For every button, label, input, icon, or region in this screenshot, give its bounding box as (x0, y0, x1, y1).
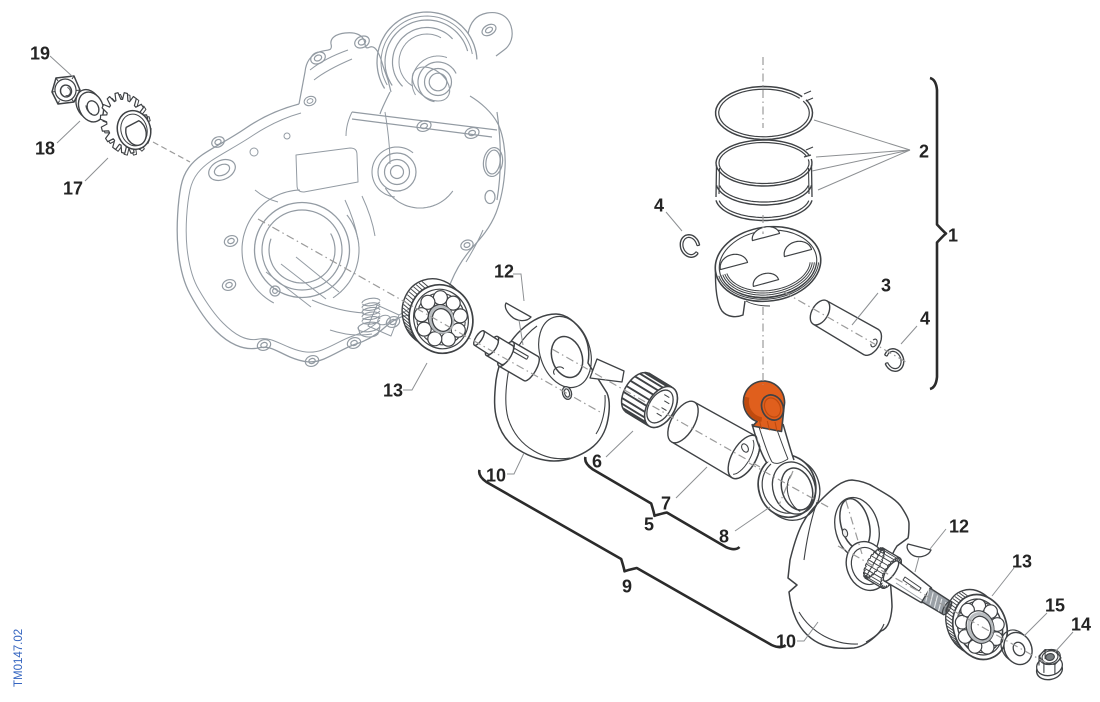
svg-text:3: 3 (881, 276, 891, 296)
svg-text:TM0147.02: TM0147.02 (13, 629, 25, 687)
svg-text:18: 18 (35, 139, 55, 159)
svg-text:19: 19 (30, 44, 50, 64)
svg-text:2: 2 (919, 142, 929, 162)
svg-text:13: 13 (1012, 552, 1032, 572)
svg-text:7: 7 (661, 494, 671, 514)
svg-text:12: 12 (494, 262, 514, 282)
svg-text:14: 14 (1071, 615, 1091, 635)
svg-text:10: 10 (486, 466, 506, 486)
svg-text:5: 5 (644, 515, 654, 535)
svg-text:9: 9 (622, 577, 632, 597)
svg-text:1: 1 (948, 226, 958, 246)
svg-text:6: 6 (592, 452, 602, 472)
svg-text:8: 8 (719, 527, 729, 547)
svg-text:4: 4 (654, 196, 664, 216)
svg-text:4: 4 (920, 309, 930, 329)
svg-text:10: 10 (776, 632, 796, 652)
svg-text:15: 15 (1045, 596, 1065, 616)
svg-text:13: 13 (383, 381, 403, 401)
svg-text:17: 17 (63, 179, 83, 199)
svg-text:12: 12 (949, 517, 969, 537)
